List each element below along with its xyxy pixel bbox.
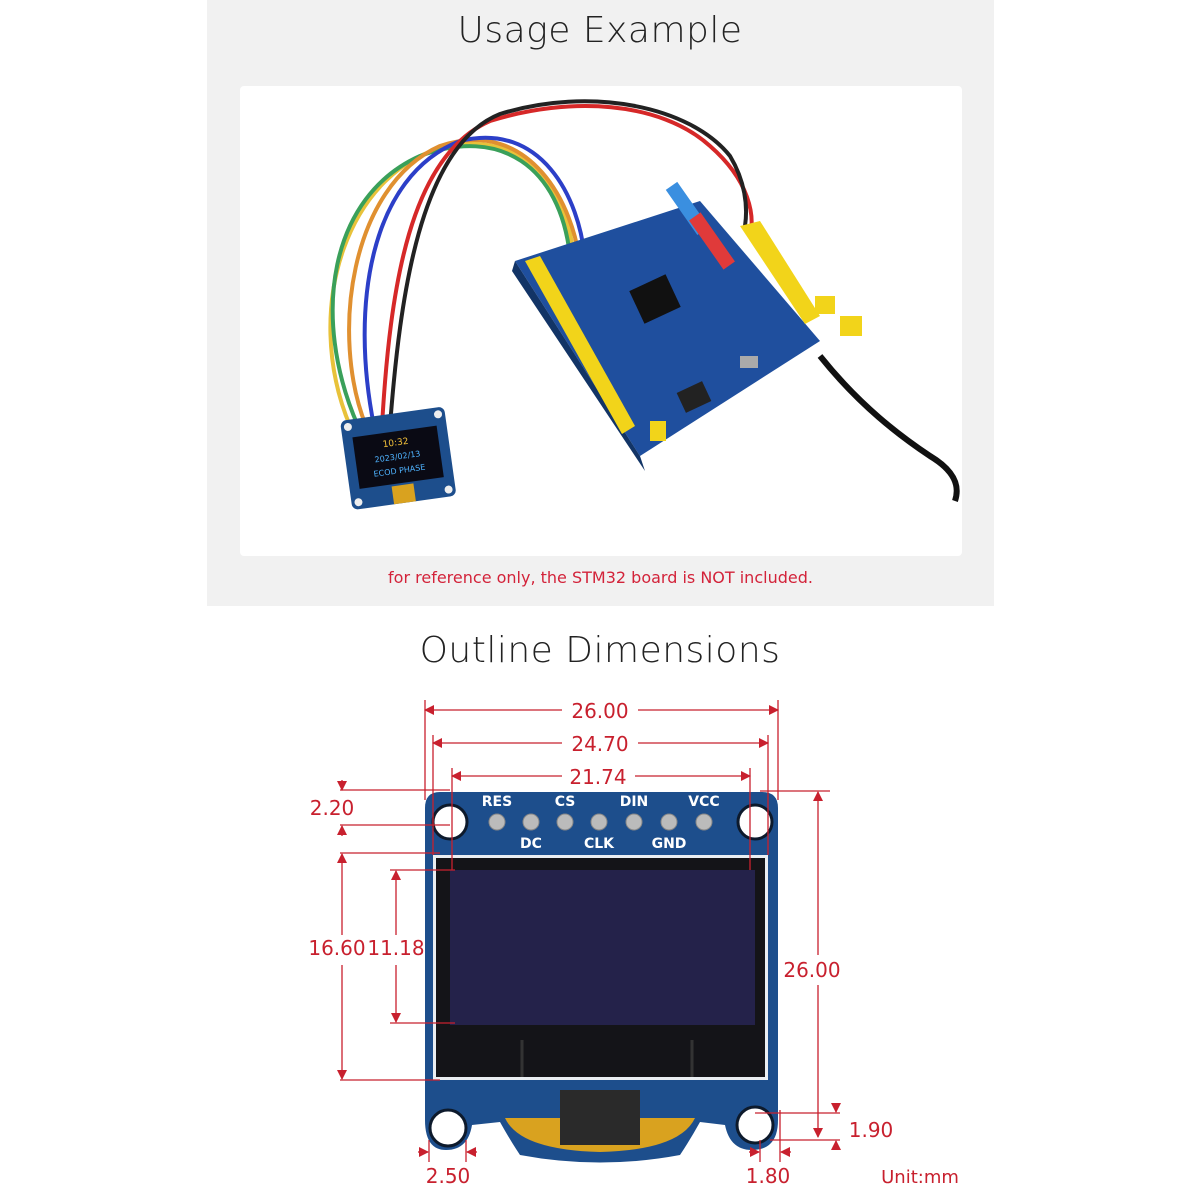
wire-black	[388, 99, 749, 427]
mounting-hole-bottom-left	[428, 1108, 468, 1148]
power-cable	[817, 354, 960, 502]
pin-cs	[556, 813, 574, 831]
reference-note: for reference only, the STM32 board is N…	[388, 568, 813, 587]
mounting-hole-top-left	[431, 803, 469, 841]
pin-label-vcc: VCC	[688, 794, 719, 810]
dim-display-width: 21.74	[569, 765, 626, 789]
pin-label-din: DIN	[620, 794, 649, 810]
pin-din	[625, 813, 643, 831]
usage-example-title: Usage Example	[457, 10, 743, 51]
pin-label-dc: DC	[520, 836, 542, 852]
dim-overall-width: 26.00	[571, 699, 628, 723]
jumper-wires	[328, 99, 754, 427]
wire-blue	[362, 135, 587, 427]
pin-label-res: RES	[482, 794, 512, 810]
pin-label-gnd: GND	[652, 836, 687, 852]
oled-line-1: 10:32	[382, 437, 409, 451]
display-active-area	[450, 870, 755, 1025]
dim-side-hole-offset: 1.80	[746, 1164, 791, 1188]
usage-photo: 10:32 2023/02/13 ECOD PHASE	[328, 99, 960, 510]
wire-red	[380, 104, 754, 427]
dim-active-area-height: 11.18	[367, 936, 424, 960]
pin-vcc	[695, 813, 713, 831]
unit-label: Unit:mm	[881, 1167, 959, 1188]
dim-display-module-height: 16.60	[308, 936, 365, 960]
pin-gnd	[660, 813, 678, 831]
dim-bottom-hole-offset: 1.90	[849, 1118, 894, 1142]
pin-dc	[522, 813, 540, 831]
dim-top-hole-offset: 2.20	[310, 796, 355, 820]
mounting-hole-top-right	[736, 803, 774, 841]
pin-clk	[590, 813, 608, 831]
usage-photo-card: 10:32 2023/02/13 ECOD PHASE	[240, 86, 962, 556]
dim-hole-diameter: 2.50	[426, 1164, 471, 1188]
dim-hole-spacing-width: 24.70	[571, 732, 628, 756]
oled-module-photo: 10:32 2023/02/13 ECOD PHASE	[340, 407, 456, 510]
dimension-lines	[337, 700, 841, 1162]
stm32-board-photo	[512, 181, 862, 471]
pin-res	[488, 813, 506, 831]
pin-label-cs: CS	[555, 794, 576, 810]
fpc-connector	[560, 1090, 640, 1145]
wire-orange	[347, 138, 582, 427]
outline-dimensions-title: Outline Dimensions	[419, 630, 781, 671]
mounting-hole-bottom-right	[735, 1105, 775, 1145]
wire-green	[330, 144, 572, 427]
dim-overall-height: 26.00	[783, 958, 840, 982]
pin-label-clk: CLK	[584, 836, 615, 852]
header-pins	[488, 813, 713, 831]
